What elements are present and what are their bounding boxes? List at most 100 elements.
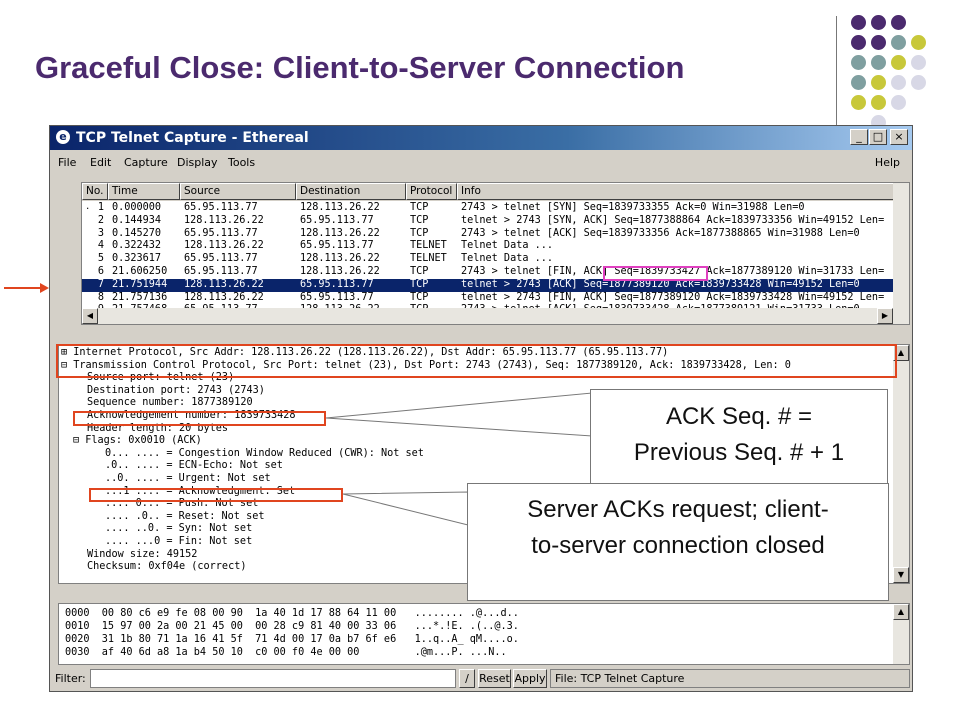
detail-line[interactable]: Header length: 20 bytes (87, 422, 229, 434)
detail-line[interactable]: .... ...0 = Fin: Not set (105, 536, 253, 547)
ack-flag-highlight (89, 488, 343, 502)
packet-cell-src: 65.95.113.77 (184, 253, 258, 265)
detail-line[interactable]: ...1 .... = Acknowledgment: Set (105, 485, 296, 497)
packet-cell-src: 128.113.26.22 (184, 240, 264, 252)
detail-line[interactable]: Acknowledgement number: 1839733428 (87, 410, 296, 421)
packet-cell-info: telnet > 2743 [SYN, ACK] Seq=1877388864 … (461, 214, 885, 226)
decorative-dot (891, 15, 906, 30)
packet-cell-src: 128.113.26.22 (184, 278, 264, 290)
packet-list-pane: No. . Time Source Destination Protocol I… (81, 182, 910, 325)
ack-callout: ACK Seq. # = Previous Seq. # + 1 (590, 389, 888, 486)
packet-cell-time: 21.757136 (112, 291, 168, 303)
detail-line[interactable]: Destination port: 2743 (2743) (87, 384, 265, 396)
packet-cell-proto: TCP (410, 278, 429, 290)
window-titlebar[interactable]: e TCP Telnet Capture - Ethereal _ □ × (50, 126, 912, 150)
detail-line[interactable]: .... .0.. = Reset: Not set (105, 510, 265, 522)
scroll-right-icon[interactable]: ▶ (877, 308, 893, 324)
column-destination[interactable]: Destination (296, 183, 406, 200)
menu-edit[interactable]: Edit (90, 156, 112, 169)
packet-list-vscroll[interactable] (893, 183, 909, 324)
column-source[interactable]: Source (180, 183, 296, 200)
red-arrow-icon (4, 283, 49, 293)
decorative-dot (871, 15, 886, 30)
filter-input[interactable] (90, 669, 456, 688)
hex-line[interactable]: 0020 31 1b 80 71 1a 16 41 5f 71 4d 00 17… (65, 634, 519, 645)
packet-cell-dst: 65.95.113.77 (300, 291, 374, 303)
details-vscroll[interactable]: ▲ ▼ (893, 345, 909, 583)
detail-line[interactable]: 0... .... = Congestion Window Reduced (C… (105, 447, 424, 459)
detail-line[interactable]: ⊞ Internet Protocol, Src Addr: 128.113.2… (61, 347, 669, 358)
menu-tools[interactable]: Tools (228, 156, 256, 169)
packet-cell-proto: TCP (410, 202, 429, 213)
packet-cell-info: Telnet Data ... (461, 240, 554, 252)
hex-scroll-up-icon[interactable]: ▲ (893, 604, 909, 620)
scroll-down-icon[interactable]: ▼ (893, 567, 909, 583)
hex-line[interactable]: 0030 af 40 6d a8 1a b4 50 10 c0 00 f0 4e… (65, 647, 507, 658)
packet-list-hscroll[interactable]: ◀ ▶ (82, 308, 893, 324)
detail-line[interactable]: Checksum: 0xf04e (correct) (87, 561, 247, 573)
column-time[interactable]: Time (108, 183, 180, 200)
hex-vscroll[interactable]: ▲ (893, 604, 909, 664)
detail-line[interactable]: ..0. .... = Urgent: Not set (105, 473, 271, 484)
slide-title: Graceful Close: Client-to-Server Connect… (35, 50, 685, 85)
menu-file[interactable]: File (58, 156, 77, 169)
detail-line[interactable]: .... ..0. = Syn: Not set (105, 523, 253, 535)
decorative-dot (851, 95, 866, 110)
server-callout-line2: to-server connection closed (531, 532, 825, 559)
detail-line[interactable]: Sequence number: 1877389120 (87, 397, 253, 409)
packet-cell-no: 1 (97, 202, 104, 213)
decorative-dot (871, 95, 886, 110)
ethereal-icon: e (56, 130, 70, 144)
decorative-dot (871, 55, 886, 70)
hex-line[interactable]: 0000 00 80 c6 e9 fe 08 00 90 1a 40 1d 17… (65, 608, 519, 619)
packet-cell-time: 0.323617 (112, 253, 162, 265)
apply-button[interactable]: Apply (513, 669, 547, 688)
column-protocol[interactable]: Protocol (406, 183, 457, 200)
pane-splitter[interactable] (50, 327, 912, 335)
packet-cell-no: 5 (97, 253, 104, 265)
maximize-button[interactable]: □ (869, 129, 887, 145)
detail-line[interactable]: .0.. .... = ECN-Echo: Not set (105, 460, 283, 472)
scroll-left-icon[interactable]: ◀ (82, 308, 98, 324)
hex-line[interactable]: 0010 15 97 00 2a 00 21 45 00 00 28 c9 81… (65, 621, 519, 632)
ack-callout-line2: Previous Seq. # + 1 (633, 439, 845, 466)
detail-line[interactable]: ⊟ Flags: 0x0010 (ACK) (73, 435, 202, 447)
reset-button[interactable]: Reset (478, 669, 511, 688)
menu-capture[interactable]: Capture (124, 156, 168, 169)
menu-help[interactable]: Help (874, 156, 900, 169)
server-callout: Server ACKs request; client- to-server c… (467, 483, 889, 601)
packet-cell-proto: TCP (410, 214, 429, 226)
column-no[interactable]: No. . (82, 183, 108, 212)
status-text: File: TCP Telnet Capture (550, 669, 910, 688)
packet-cell-proto: TCP (410, 266, 429, 277)
packet-cell-info: Telnet Data ... (461, 253, 554, 265)
title-divider-line (836, 16, 837, 132)
decorative-dot (851, 35, 866, 50)
tcp-header-highlight (56, 344, 897, 378)
scroll-up-icon[interactable]: ▲ (893, 345, 909, 361)
packet-cell-src: 128.113.26.22 (184, 214, 264, 226)
filter-expression-icon[interactable]: ∕ (459, 669, 475, 688)
packet-cell-dst: 128.113.26.22 (300, 266, 380, 277)
decorative-dot (891, 75, 906, 90)
ack-callout-line1: ACK Seq. # = (665, 403, 813, 430)
detail-line[interactable]: Window size: 49152 (87, 548, 198, 560)
close-button[interactable]: × (890, 129, 908, 145)
packet-cell-no: 6 (97, 266, 104, 277)
decorative-dot (851, 75, 866, 90)
detail-line[interactable]: ⊟ Transmission Control Protocol, Src Por… (61, 359, 791, 371)
packet-cell-no: 3 (97, 227, 104, 239)
minimize-button[interactable]: _ (850, 129, 868, 145)
window-title: TCP Telnet Capture - Ethereal (76, 130, 309, 146)
menu-display[interactable]: Display (177, 156, 218, 169)
packet-cell-info: 2743 > telnet [SYN] Seq=1839733355 Ack=0… (461, 202, 805, 213)
detail-line[interactable]: .... 0... = Push: Not set (105, 498, 259, 510)
